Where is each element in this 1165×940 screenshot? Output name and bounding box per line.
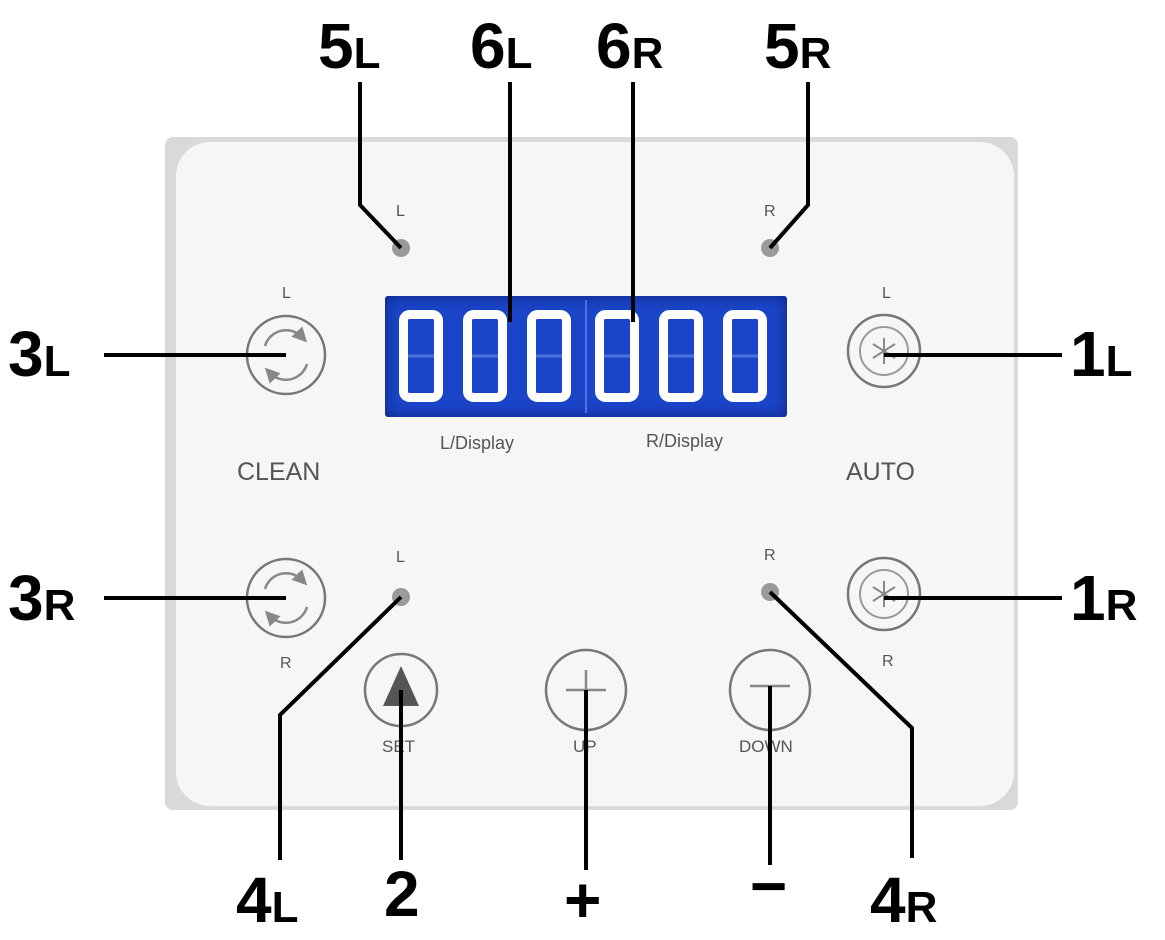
callout-suffix: L [353,29,381,78]
display-digit [399,310,443,402]
led-top-left-label: L [396,203,405,220]
callout-suffix: R [43,581,76,630]
callout-suffix: R [631,29,664,78]
down-label: DOWN [739,737,793,756]
display-digit [527,310,571,402]
snowflake-icon [872,581,896,607]
callout-number: 6 [596,10,632,82]
display-digit [463,310,507,402]
callout-3l: 3L [8,322,70,386]
led-bottom-left-label: L [396,549,405,566]
auto-top-label: L [882,285,891,302]
clean-bottom-label: R [280,655,292,672]
callout-number: 2 [384,858,420,930]
callout-6l: 6L [470,14,532,78]
callout-1r: 1R [1070,566,1137,630]
control-panel [176,142,1014,806]
callout-number: 4 [236,864,272,936]
set-label: SET [382,737,416,756]
callout-1l: 1L [1070,322,1132,386]
display-digit [723,310,767,402]
auto-label: AUTO [846,458,915,486]
auto-bottom-label: R [882,653,894,670]
triangle-up-icon [383,666,419,706]
callout-4l: 4L [236,868,298,932]
callout-minus: − [750,854,787,918]
auto-right-button[interactable] [846,556,922,632]
auto-left-button[interactable] [846,313,922,389]
callout-suffix: R [1105,581,1138,630]
callout-6r: 6R [596,14,663,78]
callout-suffix: L [43,337,71,386]
leader-line-5r [768,82,810,250]
callout-number: + [564,864,602,936]
callout-suffix: L [1105,337,1133,386]
leader-line-4r [768,590,914,858]
callout-suffix: R [799,29,832,78]
display-digit [659,310,703,402]
callout-suffix: R [905,883,938,932]
callout-number: 5 [318,10,354,82]
refresh-icon [263,569,308,590]
callout-2: 2 [384,862,420,926]
leader-line-5l [358,82,403,250]
callout-number: 3 [8,562,44,634]
clean-top-label: L [282,285,291,302]
led-top-right-label: R [764,203,776,220]
snowflake-icon [872,338,896,364]
callout-plus: + [564,868,601,932]
callout-number: 6 [470,10,506,82]
right-display-label: R/Display [646,431,724,451]
callout-number: 5 [764,10,800,82]
callout-3r: 3R [8,566,75,630]
callout-5l: 5L [318,14,380,78]
callout-4r: 4R [870,868,937,932]
led-bottom-right-label: R [764,547,776,564]
callout-number: 1 [1070,562,1106,634]
clean-label: CLEAN [237,458,321,486]
left-display-label: L/Display [440,433,515,453]
callout-suffix: L [505,29,533,78]
leader-line-4l [278,595,403,860]
refresh-icon [263,326,308,347]
callout-5r: 5R [764,14,831,78]
digit-display [385,296,787,417]
callout-number: − [750,850,788,922]
callout-suffix: L [271,883,299,932]
callout-number: 4 [870,864,906,936]
display-digits [399,300,767,413]
display-digit [595,310,639,402]
callout-number: 3 [8,318,44,390]
callout-number: 1 [1070,318,1106,390]
